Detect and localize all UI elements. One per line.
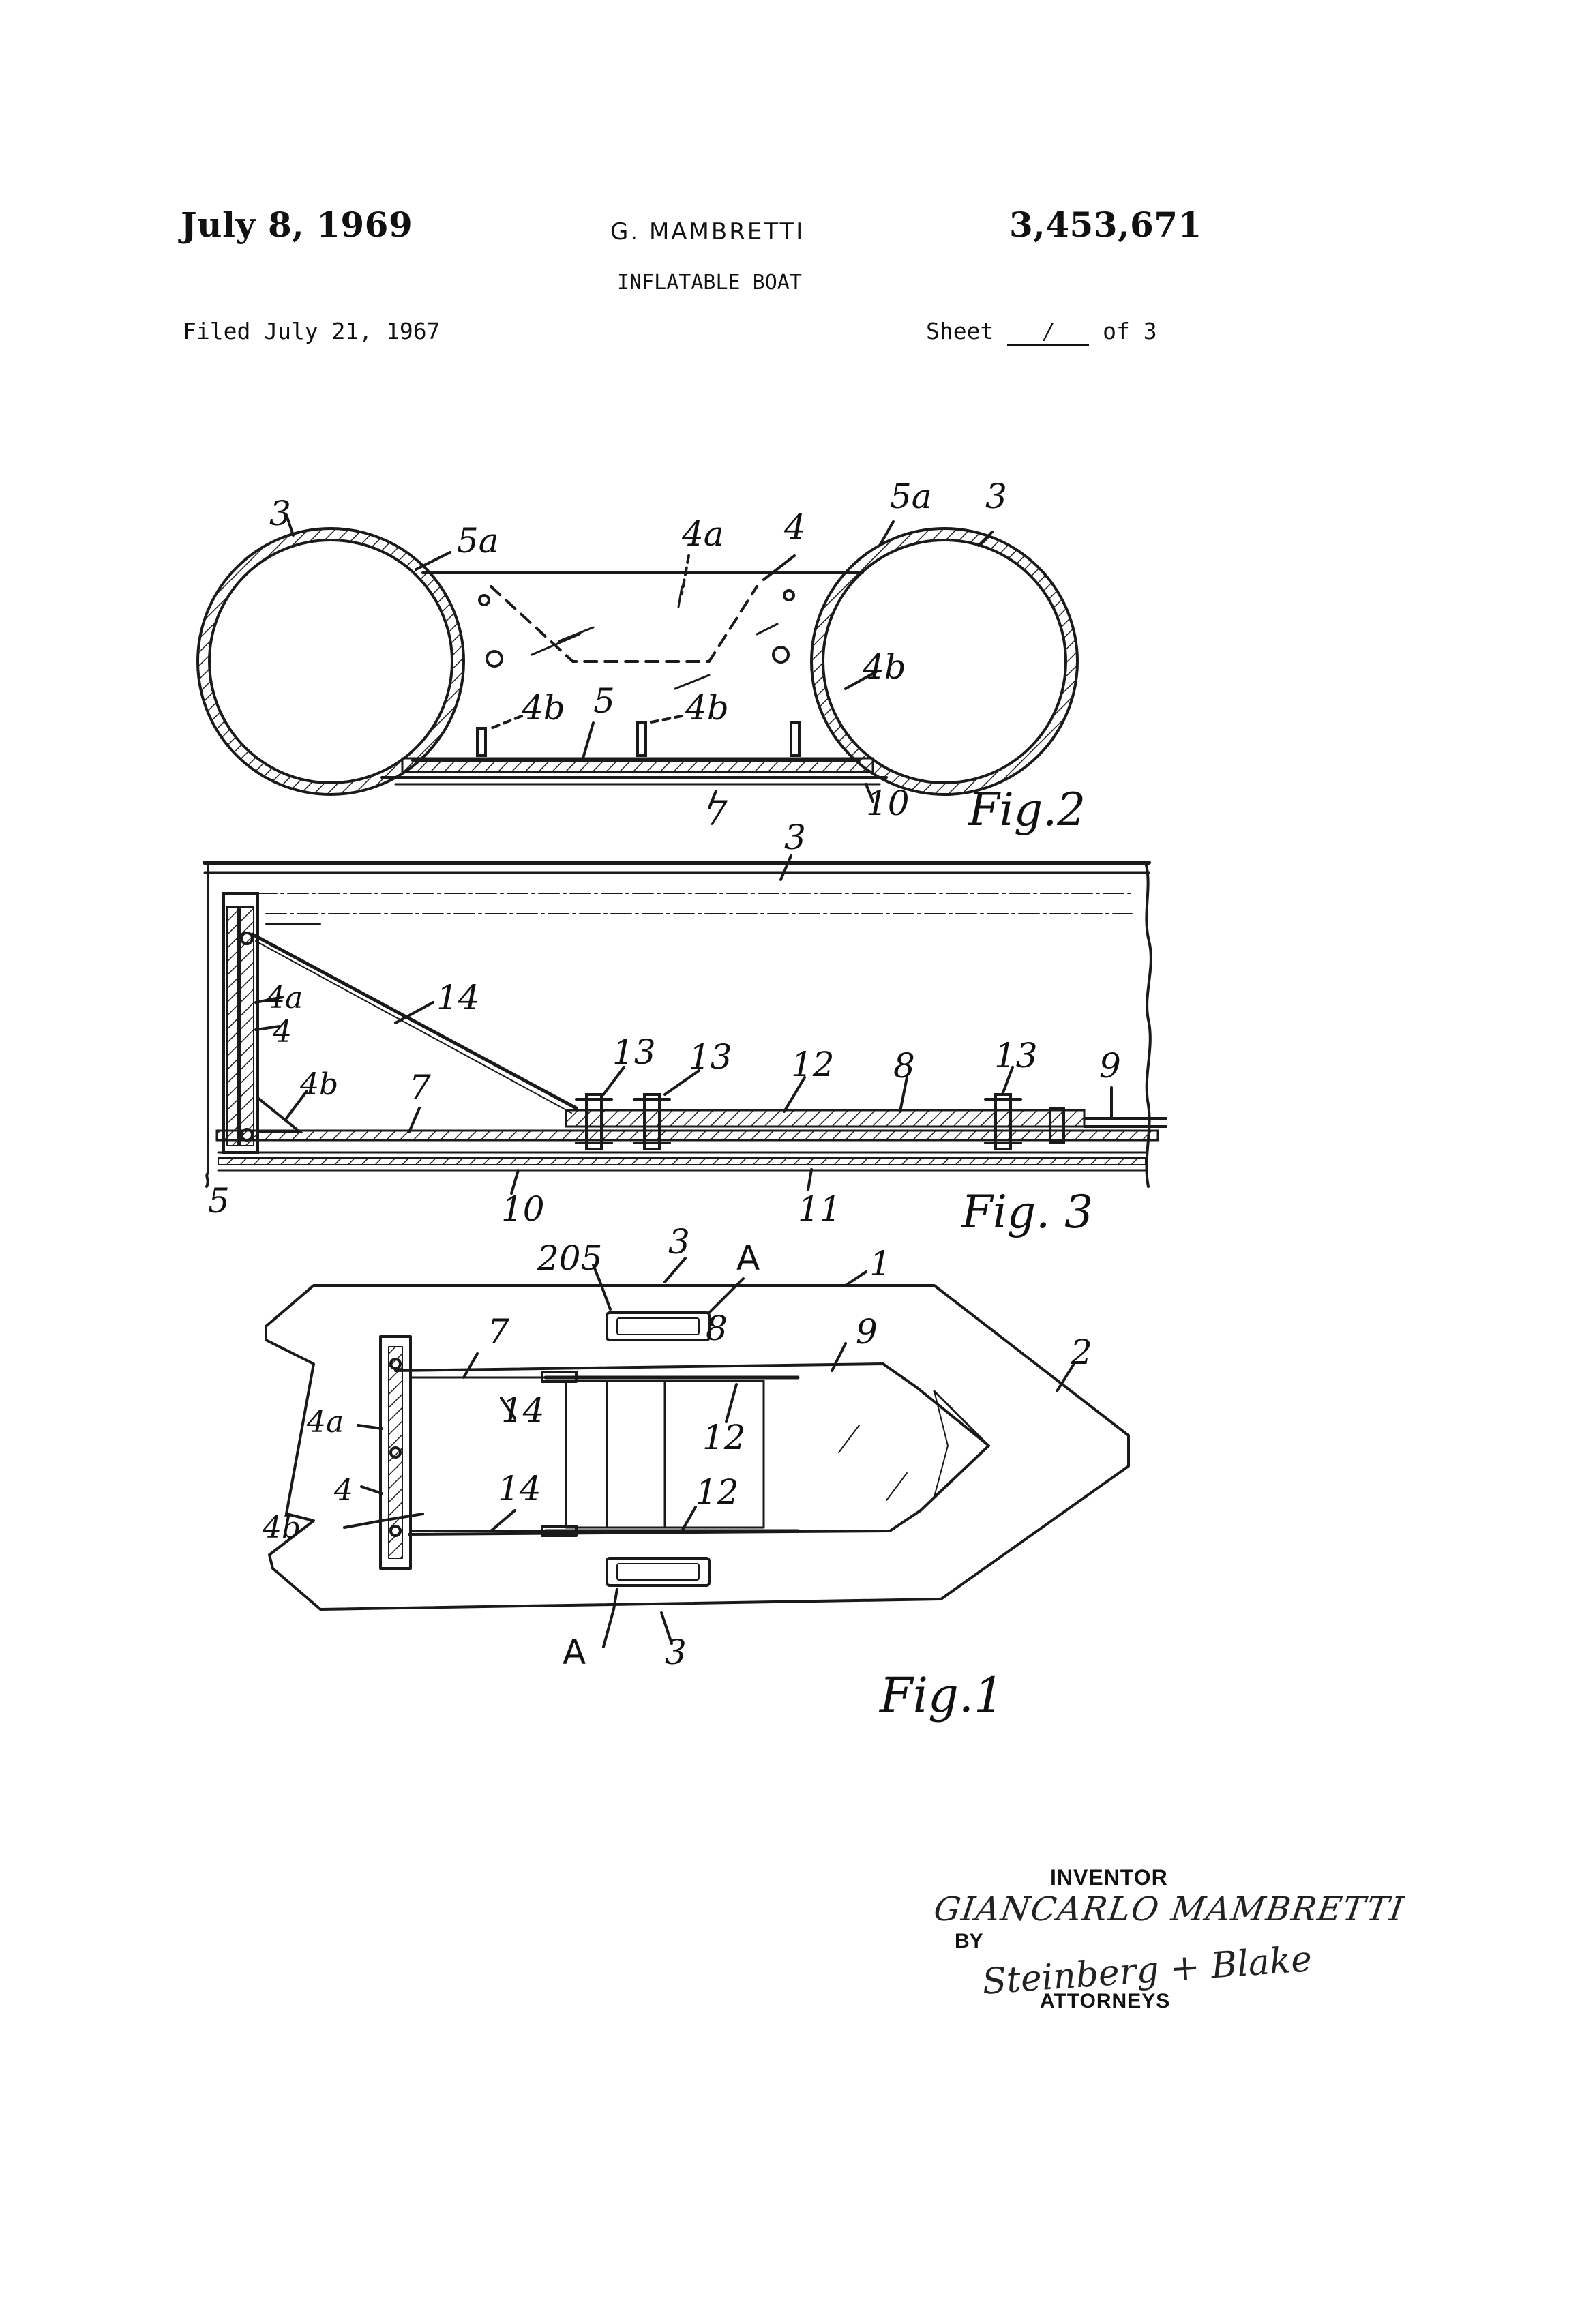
fig3-label: 11 xyxy=(798,1189,841,1229)
fig2-label: 4 xyxy=(783,507,806,547)
fig3-label: 5 xyxy=(208,1181,230,1221)
fig3-label: 8 xyxy=(893,1046,915,1086)
fig1-label: 8 xyxy=(706,1309,728,1348)
fig1-label: 2 xyxy=(1070,1332,1092,1372)
grip-bottom xyxy=(606,1557,711,1587)
fig2-label: 5a xyxy=(457,521,499,561)
fig1-label: 3 xyxy=(668,1222,690,1262)
fig2-caption: Fig.2 xyxy=(968,784,1086,836)
stiffener-8 xyxy=(565,1109,1086,1128)
fig1-label: 4 xyxy=(333,1473,353,1508)
fig2-label: 5 xyxy=(593,681,615,721)
fig1-caption: Fig.1 xyxy=(878,1667,1004,1723)
fig3-label: 12 xyxy=(791,1045,835,1084)
left-tube-hatch xyxy=(198,528,464,794)
fig1-label: A xyxy=(563,1633,586,1672)
fig3-label: 13 xyxy=(612,1032,656,1072)
right-tube-hatch xyxy=(811,528,1077,794)
fig1-label: 3 xyxy=(665,1633,687,1672)
fig3-label: 13 xyxy=(689,1037,732,1077)
fig2-label: 3 xyxy=(985,477,1007,516)
transom-section xyxy=(226,906,239,1146)
figure-3 xyxy=(203,854,1167,1195)
fig1-label: 4b xyxy=(262,1510,301,1545)
fig2-label: 4a xyxy=(681,514,724,554)
by-label: BY xyxy=(955,1930,983,1952)
inventor-label: INVENTOR xyxy=(1050,1865,1168,1890)
sheet-number: / xyxy=(1007,318,1090,346)
fig3-label: 10 xyxy=(501,1189,545,1229)
grip-top xyxy=(606,1311,711,1341)
figure-1-labels: 205 3 A 1 8 9 7 2 4a 14 12 4 14 12 4b A … xyxy=(262,1222,1092,1723)
fig3-label: 4a xyxy=(265,981,303,1015)
fig2-label: 4b xyxy=(862,647,906,687)
figure-3-labels: 3 4a 4 14 4b 7 13 13 12 8 13 9 5 10 11 F… xyxy=(208,818,1121,1238)
fig3-label: 9 xyxy=(1099,1046,1121,1086)
sheet-prefix: Sheet xyxy=(926,318,994,344)
fig3-label: 7 xyxy=(409,1068,431,1107)
floor-board xyxy=(401,757,874,773)
figure-2 xyxy=(196,513,1079,809)
fig2-label: 7 xyxy=(706,794,728,833)
fig1-label: 12 xyxy=(696,1472,739,1512)
fig1-label: A xyxy=(736,1238,760,1278)
inventor-header: G. MAMBRETTI xyxy=(610,218,805,245)
patent-title: INFLATABLE BOAT xyxy=(617,271,802,295)
fig3-label: 14 xyxy=(436,978,480,1017)
fig3-label: 4 xyxy=(272,1015,292,1049)
sheet-indicator: Sheet / of 3 xyxy=(926,318,1157,346)
fig2-label: 10 xyxy=(866,784,910,823)
left-tube-inner xyxy=(208,539,453,784)
cable-14 xyxy=(250,932,578,1110)
fig1-label: 14 xyxy=(498,1469,541,1508)
fig2-label: 5a xyxy=(890,477,932,516)
patent-number: 3,453,671 xyxy=(1009,205,1202,245)
transom-dashed xyxy=(490,585,758,663)
floor-7 xyxy=(215,1129,1159,1142)
filed-date: Filed July 21, 1967 xyxy=(183,318,441,344)
fig3-label: 3 xyxy=(784,818,806,857)
figure-1 xyxy=(265,1257,1130,1648)
right-tube-inner xyxy=(822,539,1067,784)
cockpit-outline xyxy=(394,1362,990,1536)
figure-2-labels: 3 5a 4a 4 5a 3 4b 4b 4b 5 7 10 Fig.2 xyxy=(269,477,1086,836)
fig2-label: 4b xyxy=(521,688,565,728)
transom-plan xyxy=(379,1335,412,1570)
fig1-label: 205 xyxy=(537,1238,602,1278)
fig1-label: 7 xyxy=(488,1312,509,1352)
fig3-label: 13 xyxy=(994,1036,1038,1075)
sheet-suffix: of 3 xyxy=(1103,318,1157,344)
inventor-name: GIANCARLO MAMBRETTI xyxy=(931,1890,1407,1928)
fig1-label: 9 xyxy=(856,1312,878,1352)
fig2-label: 3 xyxy=(269,494,291,533)
fig3-label: 4b xyxy=(299,1067,338,1102)
fig1-label: 12 xyxy=(702,1418,746,1457)
attorney-label: ATTORNEYS xyxy=(1040,1990,1171,2012)
fig1-label: 1 xyxy=(869,1244,891,1283)
fig2-label: 4b xyxy=(685,688,729,728)
patent-date: July 8, 1969 xyxy=(181,205,413,245)
fig1-label: 4a xyxy=(306,1405,344,1440)
hull-outline xyxy=(265,1284,1130,1611)
seat-205 xyxy=(565,1380,666,1529)
fig1-label: 14 xyxy=(501,1390,545,1430)
fig3-caption: Fig. 3 xyxy=(961,1186,1093,1238)
bottom-10 xyxy=(218,1157,1146,1165)
